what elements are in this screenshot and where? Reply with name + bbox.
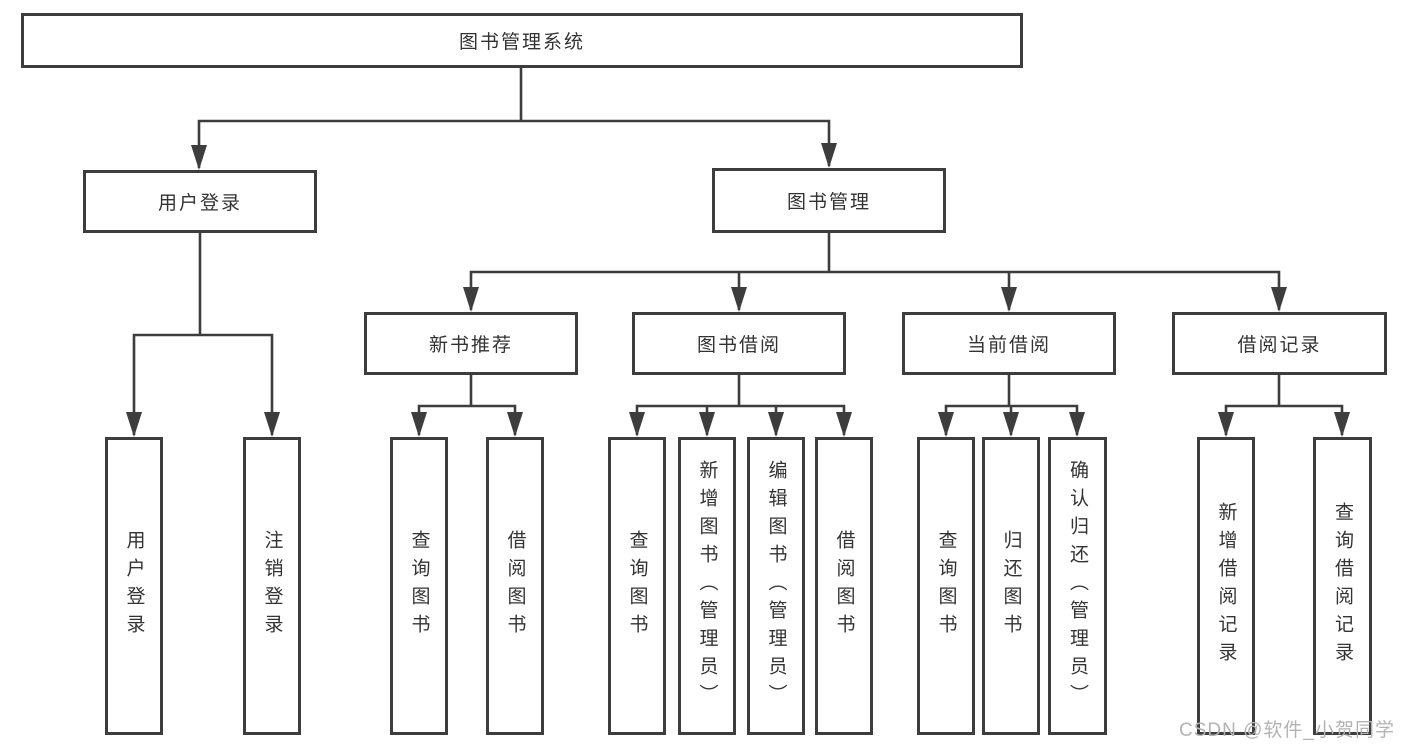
leaf-query-books-borrowing: 查询图书 [608,437,666,735]
node-label: 图书管理 [786,192,871,213]
node-book-borrowing: 图书借阅 [632,312,846,375]
leaf-edit-books-admin: 编辑图书（管理员） [747,437,805,735]
node-new-book-recommendation: 新书推荐 [364,312,578,375]
node-label: 确认归还（管理员） [1067,460,1088,712]
node-label: 借阅图书 [833,530,855,642]
node-label: 查询借阅记录 [1332,502,1353,670]
node-label: 借阅图书 [504,530,526,642]
leaf-add-borrow-record: 新增借阅记录 [1197,437,1255,735]
node-label: 查询图书 [626,530,648,642]
leaf-borrow-books-recommendation: 借阅图书 [486,437,544,735]
leaf-borrow-books: 借阅图书 [815,437,873,735]
node-label: 归还图书 [1000,530,1022,642]
leaf-user-login: 用户登录 [105,437,163,735]
leaf-confirm-return-admin: 确认归还（管理员） [1048,437,1107,735]
leaf-query-borrow-record: 查询借阅记录 [1313,437,1372,735]
node-label: 用户登录 [157,193,242,214]
leaf-add-books-admin: 新增图书（管理员） [678,437,736,735]
node-label: 新增图书（管理员） [696,460,718,712]
node-borrowing-records: 借阅记录 [1172,312,1387,375]
csdn-watermark: CSDN @软件_小贺同学 [1179,720,1395,741]
leaf-query-books-recommendation: 查询图书 [390,437,448,735]
node-current-borrowing: 当前借阅 [902,312,1116,375]
node-book-management: 图书管理 [712,168,946,233]
node-label: 图书管理系统 [458,32,585,53]
node-label: 图书借阅 [696,335,781,356]
node-label: 查询图书 [408,530,430,642]
node-label: 用户登录 [123,530,145,642]
node-label: 注销登录 [261,530,283,642]
node-label: 新书推荐 [428,335,513,356]
node-label: 当前借阅 [966,335,1051,356]
node-label: 借阅记录 [1237,335,1322,356]
node-label: 新增借阅记录 [1215,502,1237,670]
leaf-query-books-current: 查询图书 [917,437,975,735]
node-system-root: 图书管理系统 [21,13,1023,68]
node-label: 查询图书 [935,530,957,642]
node-user-login: 用户登录 [83,170,317,233]
leaf-logout: 注销登录 [243,437,301,735]
arrowheads [126,143,1350,437]
leaf-return-books: 归还图书 [982,437,1040,735]
node-label: 编辑图书（管理员） [765,460,787,712]
